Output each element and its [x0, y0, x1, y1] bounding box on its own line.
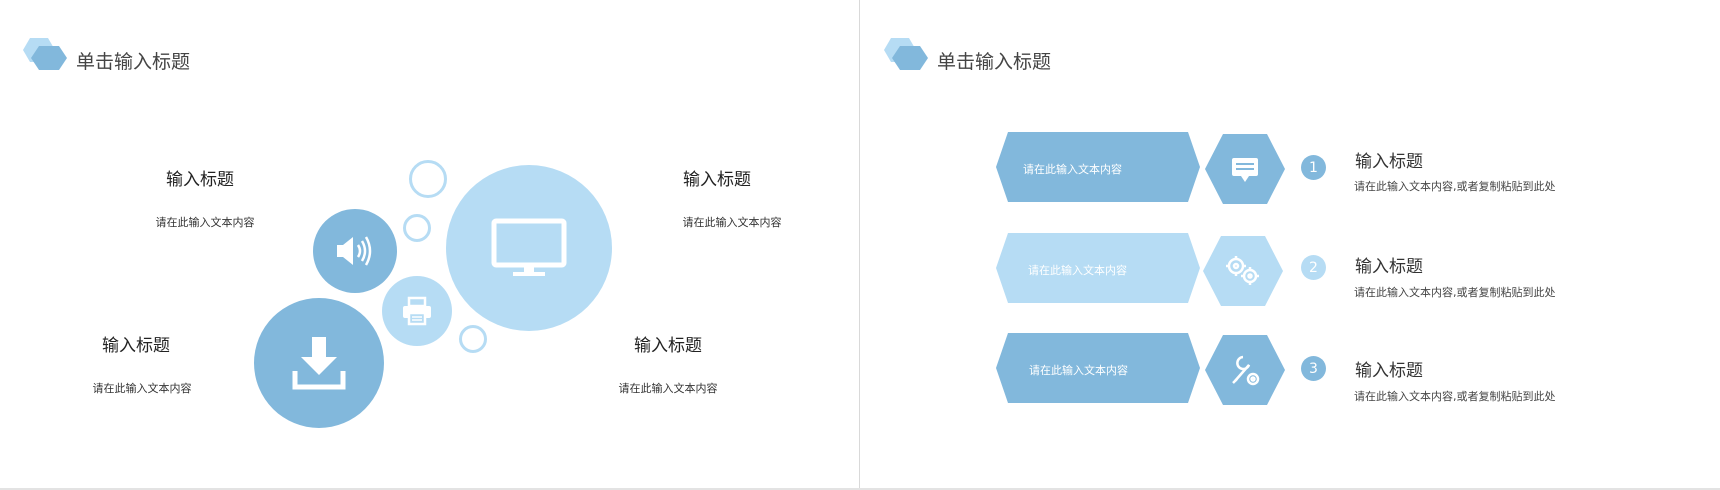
- row-title: 输入标题: [1355, 257, 1423, 277]
- slide-right: 单击输入标题 请在此输入文本内容 1 输入标题 请在此输入文本内容,或者复制粘贴…: [861, 0, 1720, 488]
- hexagon-badge: [1203, 236, 1283, 306]
- text-tag-shape: [996, 333, 1200, 403]
- decorative-ring: [403, 214, 431, 242]
- step-number: 2: [1301, 255, 1326, 280]
- step-number: 3: [1301, 356, 1326, 381]
- download-circle: [254, 298, 384, 428]
- block-title: 输入标题: [166, 170, 234, 190]
- speaker-circle: [313, 209, 397, 293]
- block-title: 输入标题: [102, 336, 170, 356]
- slide-title: 单击输入标题: [937, 51, 1052, 73]
- decorative-ring: [409, 160, 447, 198]
- row-body: 请在此输入文本内容,或者复制粘贴到此处: [1354, 286, 1556, 299]
- text-tag-shape: [996, 233, 1200, 303]
- slide-title: 单击输入标题: [76, 51, 191, 73]
- gears-icon: [1226, 256, 1259, 285]
- block-body: 请在此输入文本内容: [618, 382, 718, 395]
- hexagon-logo-icon: [23, 38, 67, 70]
- slide-divider: [859, 0, 860, 490]
- decorative-ring: [459, 325, 487, 353]
- speaker-icon: [337, 236, 372, 266]
- row-title: 输入标题: [1355, 152, 1423, 172]
- monitor-circle: [446, 165, 612, 331]
- hexagon-badge: [1205, 335, 1285, 405]
- monitor-icon: [491, 218, 567, 276]
- printer-circle: [382, 276, 452, 346]
- block-body: 请在此输入文本内容: [92, 382, 192, 395]
- block-body: 请在此输入文本内容: [682, 216, 782, 229]
- text-tag-label: 请在此输入文本内容: [1029, 364, 1128, 377]
- chat-icon: [1232, 158, 1258, 182]
- row-body: 请在此输入文本内容,或者复制粘贴到此处: [1354, 390, 1556, 403]
- slide-left: 单击输入标题 输入标题 请在此输入文本内容 输入标题 请在此输入文本内容 输入标…: [0, 0, 858, 488]
- printer-icon: [403, 296, 431, 326]
- tools-icon: [1232, 355, 1260, 386]
- text-tag-label: 请在此输入文本内容: [1028, 264, 1127, 277]
- hexagon-badge: [1205, 134, 1285, 204]
- block-body: 请在此输入文本内容: [155, 216, 255, 229]
- row-title: 输入标题: [1355, 361, 1423, 381]
- bottom-border: [0, 488, 1720, 490]
- row-body: 请在此输入文本内容,或者复制粘贴到此处: [1354, 180, 1556, 193]
- block-title: 输入标题: [683, 170, 751, 190]
- download-icon: [292, 337, 346, 390]
- text-tag-label: 请在此输入文本内容: [1023, 163, 1122, 176]
- hexagon-logo-icon: [884, 38, 928, 70]
- text-tag-shape: [996, 132, 1200, 202]
- step-number: 1: [1301, 155, 1326, 180]
- block-title: 输入标题: [634, 336, 702, 356]
